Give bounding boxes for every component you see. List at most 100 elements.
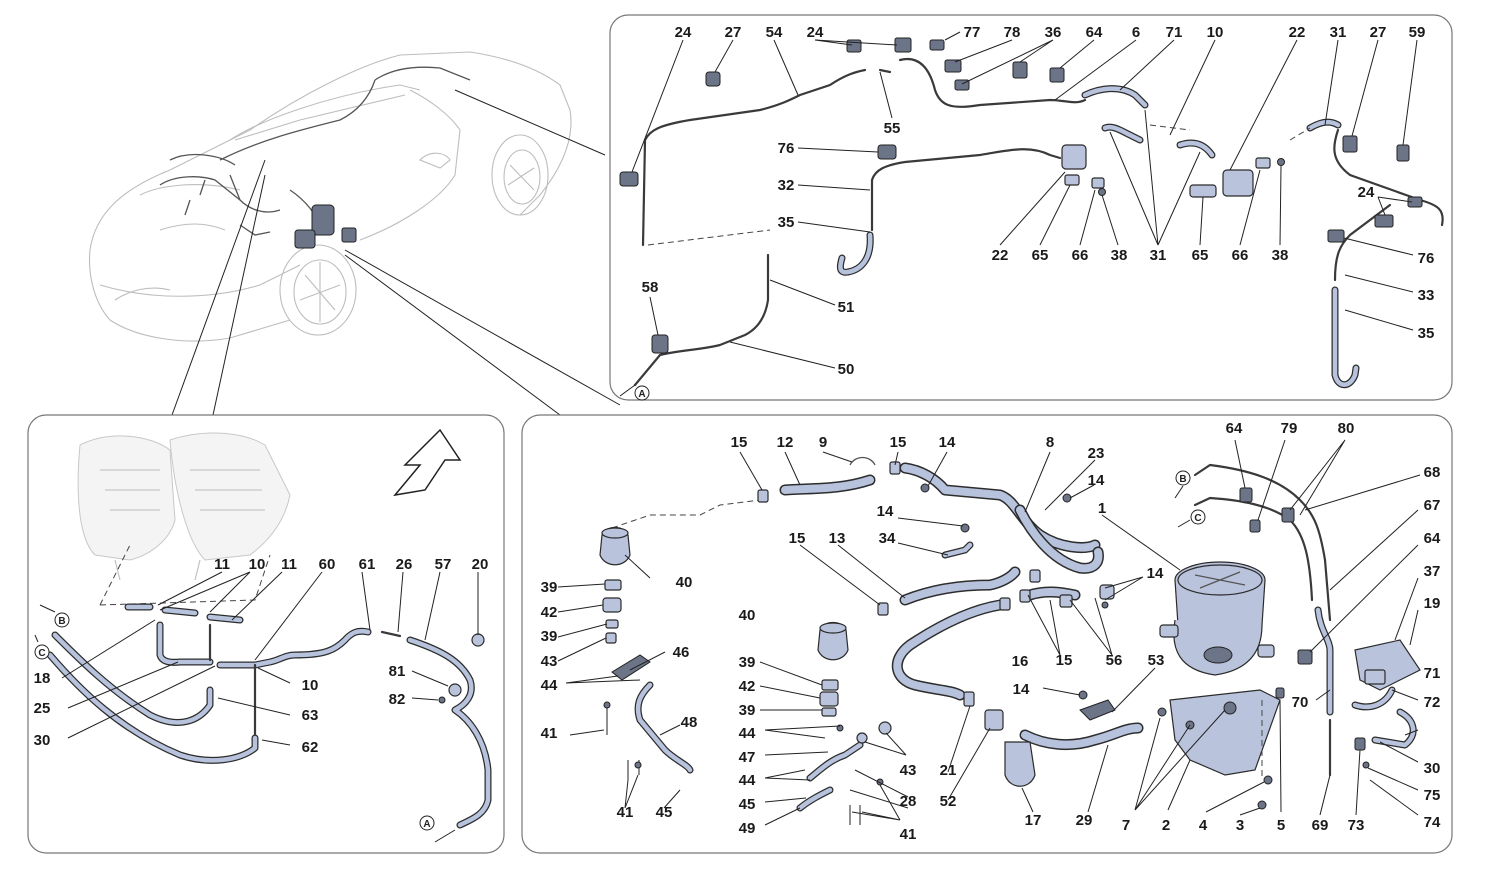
connector-b-right: B xyxy=(1174,470,1191,499)
callout-81: 81 xyxy=(389,663,406,680)
callout-7: 7 xyxy=(1122,817,1130,834)
callout-46: 46 xyxy=(673,644,690,661)
callout-24: 24 xyxy=(1358,184,1375,201)
callout-25: 25 xyxy=(34,700,51,717)
callout-14: 14 xyxy=(1013,681,1030,698)
callout-69: 69 xyxy=(1312,817,1329,834)
callout-73: 73 xyxy=(1348,817,1365,834)
connector-b-left: B xyxy=(39,604,70,628)
callout-77: 77 xyxy=(964,24,981,41)
callout-43: 43 xyxy=(900,762,917,779)
svg-text:B: B xyxy=(1179,474,1186,485)
callout-31: 31 xyxy=(1150,247,1167,264)
callout-35: 35 xyxy=(1418,325,1435,342)
callout-41: 41 xyxy=(900,826,917,843)
connector-a-left: A xyxy=(419,815,456,843)
callout-26: 26 xyxy=(396,556,413,573)
callout-13: 13 xyxy=(829,530,846,547)
svg-text:C: C xyxy=(38,648,45,659)
callout-78: 78 xyxy=(1004,24,1021,41)
callout-48: 48 xyxy=(681,714,698,731)
callout-44: 44 xyxy=(541,677,558,694)
svg-text:C: C xyxy=(1194,513,1201,524)
callout-34: 34 xyxy=(879,530,896,547)
callout-65: 65 xyxy=(1192,247,1209,264)
callout-71: 71 xyxy=(1166,24,1183,41)
callout-51: 51 xyxy=(838,299,855,316)
bottom-right-panel: B C 15 12 9 15 14 8 23 14 1 64 79 80 68 … xyxy=(521,414,1453,854)
callout-44: 44 xyxy=(739,772,756,789)
callout-64: 64 xyxy=(1226,420,1243,437)
callout-75: 75 xyxy=(1424,787,1441,804)
top-right-panel: A 24 27 54 24 77 78 36 64 6 71 10 22 31 … xyxy=(609,14,1453,401)
connector-c-left: C xyxy=(34,634,50,660)
callout-62: 62 xyxy=(302,739,319,756)
callout-2: 2 xyxy=(1162,817,1170,834)
callout-41: 41 xyxy=(541,725,558,742)
callout-79: 79 xyxy=(1281,420,1298,437)
callout-10: 10 xyxy=(302,677,319,694)
callout-43: 43 xyxy=(541,653,558,670)
callout-39: 39 xyxy=(541,579,558,596)
callout-71: 71 xyxy=(1424,665,1441,682)
callout-3: 3 xyxy=(1236,817,1244,834)
callout-15: 15 xyxy=(890,434,907,451)
callout-30: 30 xyxy=(34,732,51,749)
callout-22: 22 xyxy=(1289,24,1306,41)
callout-24: 24 xyxy=(807,24,824,41)
callout-53: 53 xyxy=(1148,652,1165,669)
callout-38: 38 xyxy=(1272,247,1289,264)
callout-39: 39 xyxy=(739,702,756,719)
callout-6: 6 xyxy=(1132,24,1140,41)
callout-14: 14 xyxy=(1088,472,1105,489)
connector-a-top: A xyxy=(619,384,650,401)
callout-64: 64 xyxy=(1086,24,1103,41)
callout-42: 42 xyxy=(739,678,756,695)
callout-27: 27 xyxy=(1370,24,1387,41)
callout-42: 42 xyxy=(541,604,558,621)
callout-16: 16 xyxy=(1012,653,1029,670)
bottom-left-panel: B C A 11 10 11 60 61 26 57 20 18 25 30 1… xyxy=(27,414,505,854)
callout-17: 17 xyxy=(1025,812,1042,829)
callout-10: 10 xyxy=(249,556,266,573)
callout-55: 55 xyxy=(884,120,901,137)
callout-45: 45 xyxy=(739,796,756,813)
callout-9: 9 xyxy=(819,434,827,451)
callout-18: 18 xyxy=(34,670,51,687)
callout-1: 1 xyxy=(1098,500,1106,517)
callout-56: 56 xyxy=(1106,652,1123,669)
callout-66: 66 xyxy=(1232,247,1249,264)
svg-text:B: B xyxy=(58,616,65,627)
callout-8: 8 xyxy=(1046,434,1054,451)
callout-39: 39 xyxy=(739,654,756,671)
callout-61: 61 xyxy=(359,556,376,573)
callout-40: 40 xyxy=(676,574,693,591)
callout-76: 76 xyxy=(778,140,795,157)
callout-44: 44 xyxy=(739,725,756,742)
callout-59: 59 xyxy=(1409,24,1426,41)
callout-74: 74 xyxy=(1424,814,1441,831)
callout-40: 40 xyxy=(739,607,756,624)
callout-11: 11 xyxy=(214,556,230,573)
callout-4: 4 xyxy=(1199,817,1208,834)
air-pump xyxy=(1159,561,1275,676)
callout-24: 24 xyxy=(675,24,692,41)
callout-5: 5 xyxy=(1277,817,1285,834)
callout-60: 60 xyxy=(319,556,336,573)
callout-35: 35 xyxy=(778,214,795,231)
callout-33: 33 xyxy=(1418,287,1435,304)
callout-14: 14 xyxy=(877,503,894,520)
callout-36: 36 xyxy=(1045,24,1062,41)
callout-30: 30 xyxy=(1424,760,1441,777)
callout-65: 65 xyxy=(1032,247,1049,264)
callout-52: 52 xyxy=(940,793,957,810)
callout-57: 57 xyxy=(435,556,452,573)
callout-31: 31 xyxy=(1330,24,1347,41)
callout-32: 32 xyxy=(778,177,795,194)
callout-23: 23 xyxy=(1088,445,1105,462)
callout-82: 82 xyxy=(389,691,406,708)
callout-47: 47 xyxy=(739,749,756,766)
callout-63: 63 xyxy=(302,707,319,724)
callout-68: 68 xyxy=(1424,464,1441,481)
